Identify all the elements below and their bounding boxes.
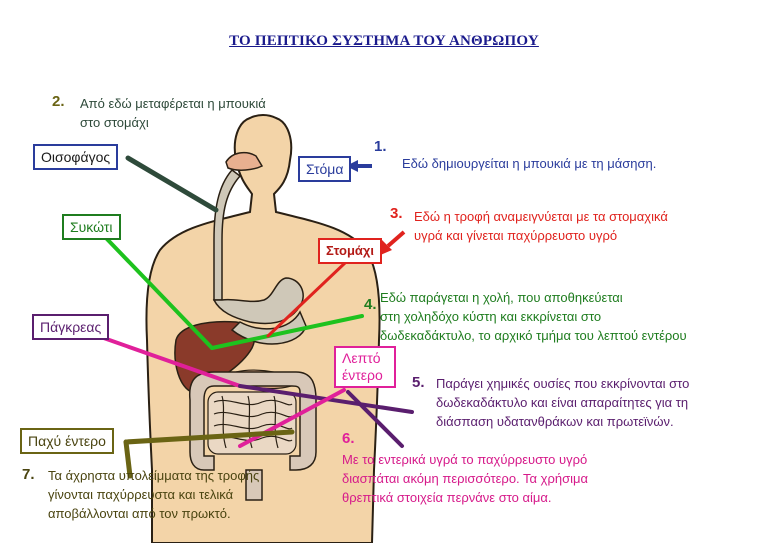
pointer-large-intestine <box>123 429 295 445</box>
label-small-intestine: Λεπτό έντερο <box>334 346 396 388</box>
page-title: ΤΟ ΠΕΠΤΙΚΟ ΣΥΣΤΗΜΑ ΤΟΥ ΑΝΘΡΩΠΟΥ <box>229 33 539 49</box>
pointer-stomach <box>266 260 348 338</box>
liver-shape <box>174 320 256 393</box>
note-5-line-1: Παράγει χημικές ουσίες που εκκρίνονται σ… <box>436 376 690 391</box>
note-2-text: Από εδώ μεταφέρεται η μπουκιά στο στομάχ… <box>80 94 266 132</box>
note-6-line-1: Με τα εντερικά υγρά το παχύρρευστο υγρό <box>342 452 588 467</box>
pointer-liver-note <box>210 314 364 350</box>
note-7-line-1: Τα άχρηστα υπολείμματα της τροφής <box>48 468 260 483</box>
pointer-small-intestine <box>238 388 346 448</box>
note-7-text: Τα άχρηστα υπολείμματα της τροφής γίνοντ… <box>48 466 259 523</box>
note-4-number: 4. <box>364 296 377 313</box>
label-liver: Συκώτι <box>62 214 121 240</box>
note-4-text: Εδώ παράγεται η χολή, που αποθηκεύεται σ… <box>380 288 687 345</box>
arrow-mouth-icon <box>346 160 358 172</box>
label-mouth: Στόμα <box>298 156 352 182</box>
note-6-number: 6. <box>342 430 355 447</box>
pointer-lines <box>96 155 414 479</box>
rectum-shape <box>245 469 263 501</box>
pointer-stomach-label <box>386 230 406 248</box>
note-3-text: Εδώ η τροφή αναμειγνύεται με τα στομαχικ… <box>414 207 668 245</box>
pointer-small-intestine-note <box>346 390 404 448</box>
note-1-number: 1. <box>374 138 387 155</box>
small-intestine-shape <box>207 391 297 455</box>
label-small-intestine-line1: Λεπτό <box>342 350 381 366</box>
note-3-number: 3. <box>390 205 403 222</box>
note-1-text: Εδώ δημιουργείται η μπουκιά με τη μάσηση… <box>402 156 656 171</box>
note-4-line-3: δωδεκαδάκτυλο, το αρχικό τμήμα του λεπτο… <box>380 328 687 343</box>
label-small-intestine-line2: έντερο <box>342 367 383 383</box>
stomach-shape <box>212 277 307 345</box>
pointer-liver <box>104 236 214 350</box>
note-7-number: 7. <box>22 466 35 483</box>
note-5-line-3: διάσπαση υδατανθράκων και πρωτεϊνών. <box>436 414 674 429</box>
note-2-line-2: στο στομάχι <box>80 115 149 130</box>
note-2-number: 2. <box>52 93 65 110</box>
label-pancreas: Πάγκρεας <box>32 314 110 340</box>
pointer-pancreas <box>96 334 242 388</box>
note-3-line-1: Εδώ η τροφή αναμειγνύεται με τα στομαχικ… <box>414 209 668 224</box>
note-7-line-2: γίνονται παχύρρευστα και τελικά <box>48 487 234 502</box>
pointer-esophagus <box>125 155 219 213</box>
label-esophagus: Οισοφάγος <box>33 144 119 170</box>
note-1-line-1: Εδώ δημιουργείται η μπουκιά με τη μάσηση… <box>402 156 657 171</box>
mouth-shape <box>225 151 264 171</box>
note-5-text: Παράγει χημικές ουσίες που εκκρίνονται σ… <box>436 374 689 431</box>
note-4-line-1: Εδώ παράγεται η χολή, που αποθηκεύεται <box>380 290 623 305</box>
note-7-line-3: αποβάλλονται από τον πρωκτό. <box>48 506 231 521</box>
note-5-line-2: δωδεκαδάκτυλο και είναι απαραίτητες για … <box>436 395 689 410</box>
note-6-line-3: θρεπτικά στοιχεία περνάνε στο αίμα. <box>342 490 552 505</box>
note-3-line-2: υγρά και γίνεται παχύρρευστο υγρό <box>414 228 618 243</box>
label-stomach: Στομάχι <box>318 238 383 264</box>
large-intestine-shape <box>188 371 317 471</box>
note-6-text: Με τα εντερικά υγρά το παχύρρευστο υγρό … <box>342 450 588 507</box>
note-2-line-1: Από εδώ μεταφέρεται η μπουκιά <box>80 96 266 111</box>
note-4-line-2: στη χοληδόχο κύστη και εκκρίνεται στο <box>380 309 602 324</box>
pointer-large-intestine-note <box>123 439 133 479</box>
note-5-number: 5. <box>412 374 425 391</box>
note-6-line-2: διασπάται ακόμη περισσότερο. Τα χρήσιμα <box>342 471 589 486</box>
label-large-intestine: Παχύ έντερο <box>20 428 114 454</box>
